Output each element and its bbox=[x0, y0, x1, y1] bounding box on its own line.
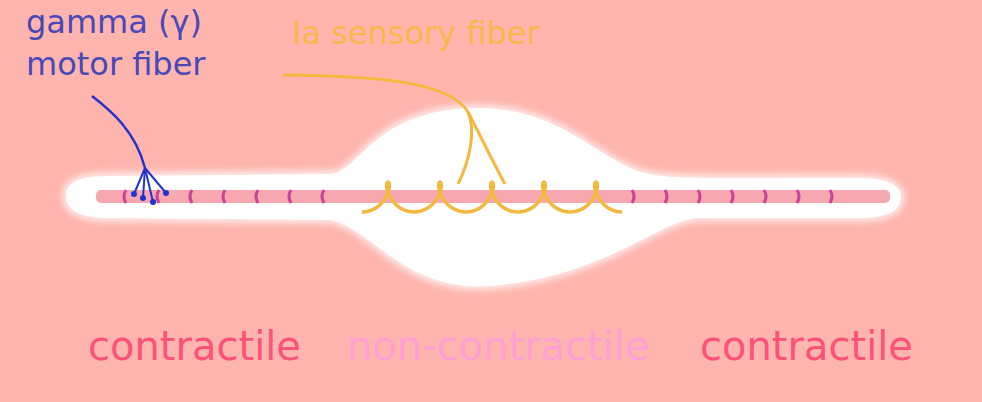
spindle-capsule bbox=[66, 108, 901, 286]
capsule-glow bbox=[62, 104, 905, 290]
striation-mark bbox=[322, 190, 324, 203]
region-label: non-contractile bbox=[347, 322, 650, 370]
ia-fiber-trunk bbox=[283, 75, 472, 184]
ia-fiber-branch bbox=[468, 112, 505, 184]
striation-mark bbox=[256, 190, 258, 203]
striations bbox=[124, 190, 832, 203]
gamma-endplates bbox=[134, 168, 166, 202]
striation-mark bbox=[289, 190, 291, 203]
striation-mark bbox=[830, 190, 832, 203]
region-label: contractile bbox=[88, 322, 301, 370]
striation-mark bbox=[764, 190, 766, 203]
motor-fiber-label: gamma (γ) motor fiber bbox=[26, 2, 226, 85]
striation-mark bbox=[665, 190, 667, 203]
striation-mark bbox=[797, 190, 799, 203]
striation-mark bbox=[223, 190, 225, 203]
region-label: contractile bbox=[700, 322, 913, 370]
sensory-fiber-label: Ia sensory fiber bbox=[292, 14, 540, 52]
striation-mark bbox=[632, 190, 634, 203]
annulospiral-ending bbox=[362, 182, 622, 212]
striation-mark bbox=[190, 190, 192, 203]
endplate-dots bbox=[131, 190, 169, 205]
striation-mark bbox=[124, 190, 126, 203]
striation-mark bbox=[731, 190, 733, 203]
striation-mark bbox=[157, 190, 159, 203]
striation-mark bbox=[698, 190, 700, 203]
gamma-fiber bbox=[92, 96, 145, 168]
